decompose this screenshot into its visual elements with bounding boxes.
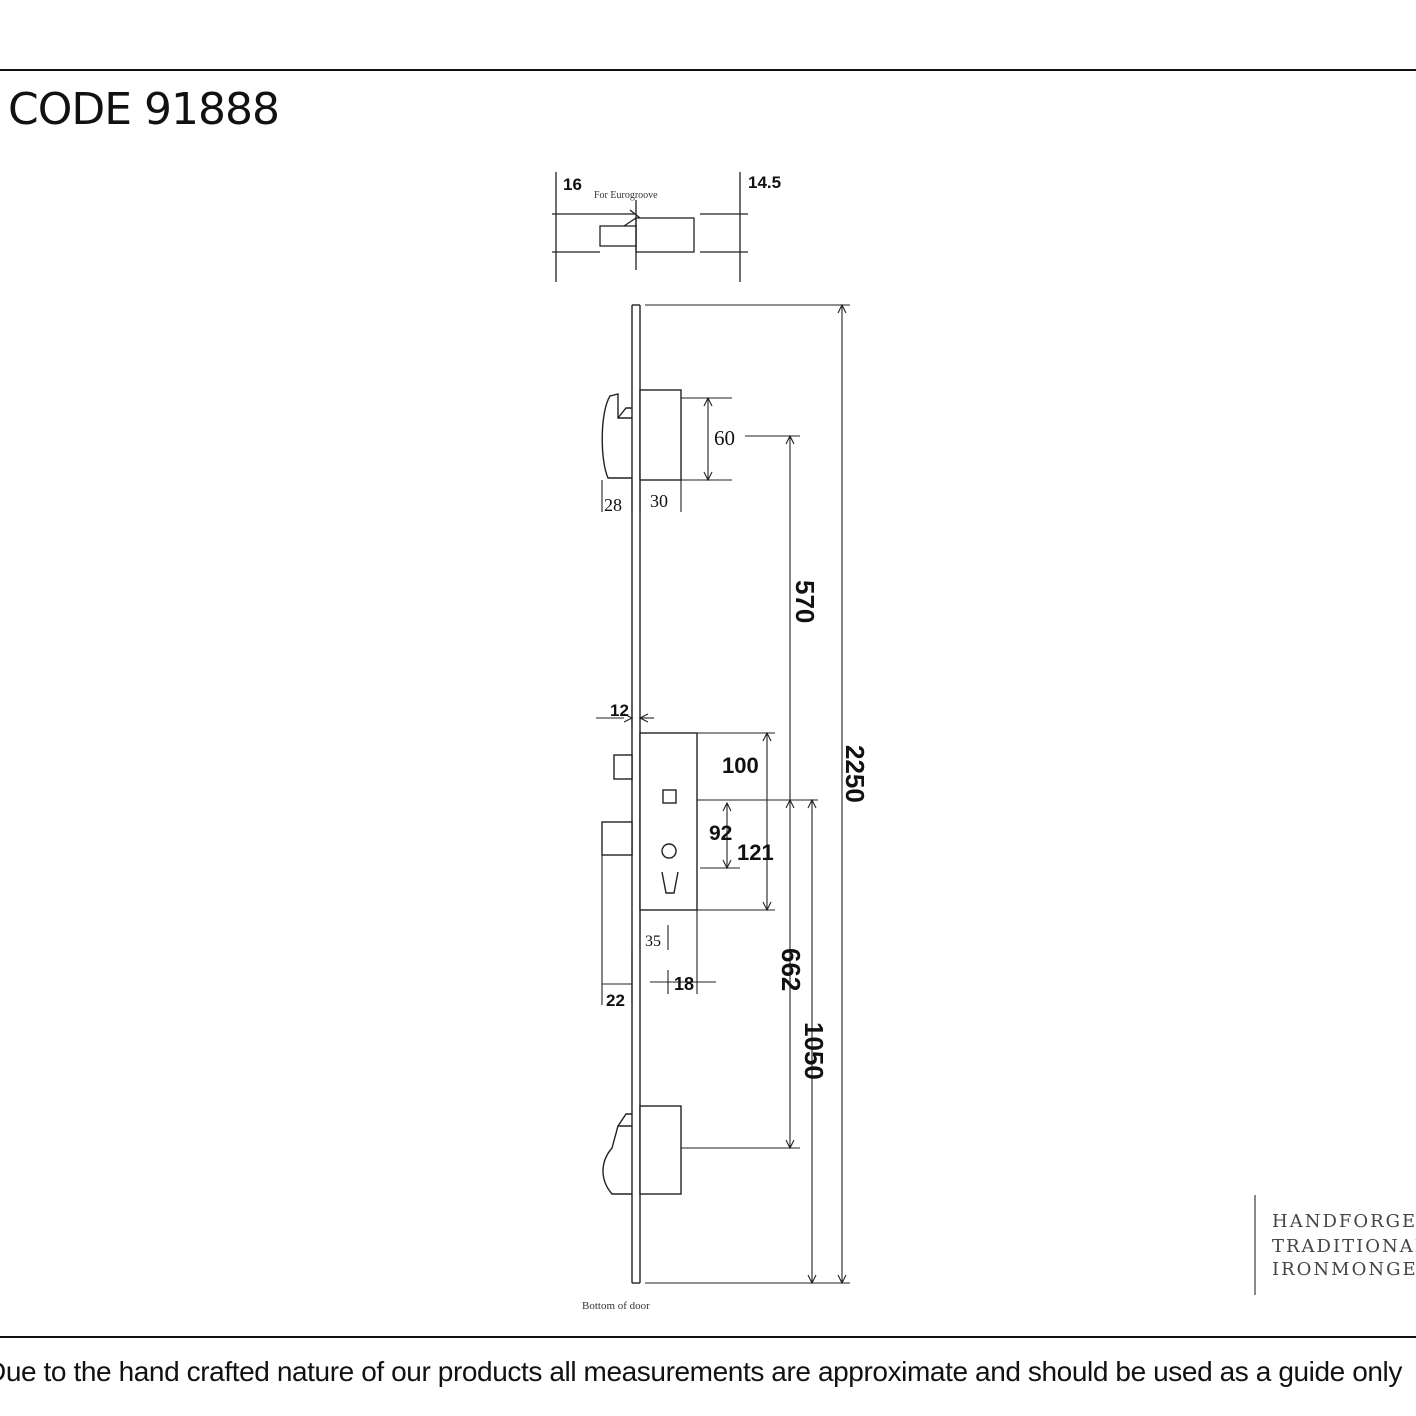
brand-line-3: IRONMONGERY: [1272, 1259, 1416, 1280]
product-code-title: CODE 91888: [0, 84, 280, 135]
dim-upper-hook-to-spindle: 570: [790, 580, 820, 623]
dim-hook-width: 30: [650, 491, 668, 511]
dim-centres: 92: [709, 822, 732, 845]
top-view: [552, 172, 748, 282]
brand-line-1: HANDFORGED: [1272, 1211, 1416, 1232]
upper-hook-bolt: [601, 389, 682, 481]
top-dim-right: 14.5: [748, 173, 781, 192]
dim-hook-height: 60: [714, 426, 735, 450]
bottom-rule: [0, 1336, 1416, 1338]
brand-line-2: TRADITIONAL: [1272, 1236, 1416, 1257]
dim-latch-offset: 12: [610, 701, 629, 720]
top-view-note: For Eurogroove: [594, 190, 658, 201]
dim-overall-length: 2250: [840, 745, 870, 803]
dim-cylinder-offset: 18: [674, 974, 694, 994]
lock-case: [601, 732, 698, 911]
dim-spindle-to-lower-hook: 662: [776, 948, 806, 991]
disclaimer-text: Due to the hand crafted nature of our pr…: [0, 1356, 1402, 1387]
brand-logo: HANDFORGED TRADITIONAL IRONMONGERY: [1254, 1195, 1416, 1295]
faceplate: [631, 304, 641, 1284]
top-rule: [0, 69, 1416, 71]
dim-case-top-to-spindle: 100: [722, 753, 759, 778]
bottom-of-door-note: Bottom of door: [582, 1300, 650, 1312]
lower-hook-bolt: [602, 1105, 682, 1195]
dim-spindle-height-from-bottom: 1050: [799, 1022, 829, 1080]
product-code: CODE 91888: [8, 84, 280, 135]
dim-hook-projection: 28: [604, 495, 622, 515]
dim-bolt-projection: 22: [606, 991, 625, 1010]
dim-spindle-to-case-bottom: 121: [737, 840, 774, 865]
top-dim-left: 16: [563, 175, 582, 194]
dim-backset: 35: [645, 933, 661, 950]
